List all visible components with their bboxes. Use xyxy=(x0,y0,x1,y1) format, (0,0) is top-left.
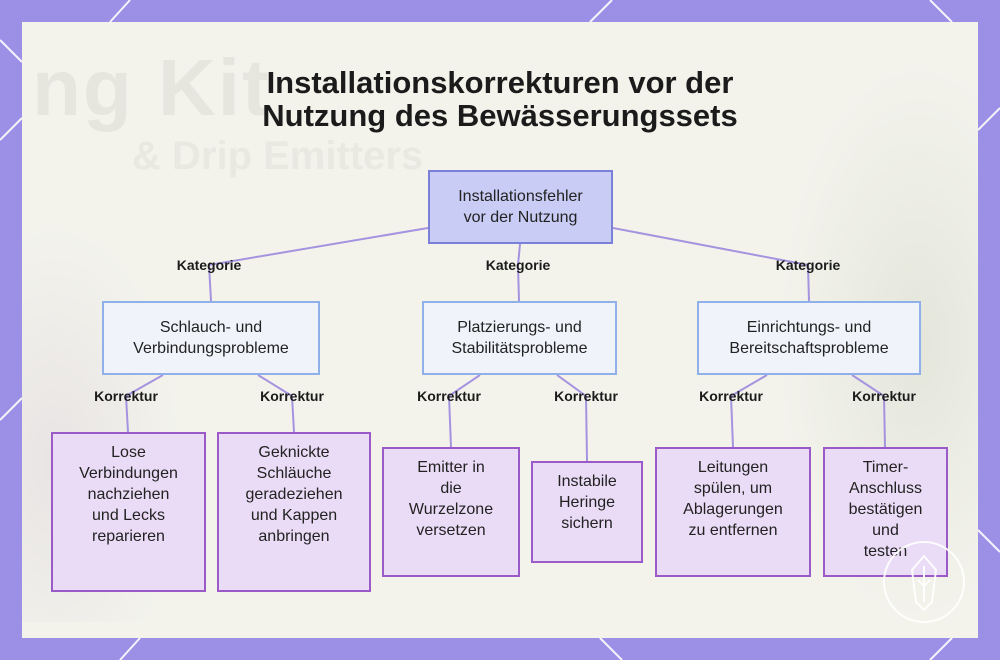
fix-node-3-1-text: Leitungen spülen, um Ablagerungen zu entfer… xyxy=(683,457,783,541)
fix-node-3-2-line: und xyxy=(872,522,899,539)
root-node-line: Installationsfehler xyxy=(458,188,583,205)
category-node-3-line: Bereitschaftsprobleme xyxy=(729,340,889,357)
category-node-2-line: Platzierungs- und xyxy=(457,319,582,336)
edge-label-korrektur: Korrektur xyxy=(554,388,618,404)
background-photo-subtext: & Drip Emitters xyxy=(132,134,424,178)
root-node: Installationsfehler vor der Nutzung xyxy=(428,170,613,244)
fix-node-1-2-line: und Kappen xyxy=(250,507,338,524)
fix-node-1-2-line: Schläuche xyxy=(256,465,332,482)
category-node-3-line: Einrichtungs- und xyxy=(746,319,872,336)
edge-label-korrektur: Korrektur xyxy=(94,388,158,404)
fix-node-3-2: Timer- Anschluss bestätigen und testen xyxy=(823,447,948,577)
fix-node-1-2-line: Geknickte xyxy=(258,444,330,461)
fix-node-2-2-line: Instabile xyxy=(557,473,617,490)
fix-node-2-1-line: Emitter in xyxy=(417,459,485,476)
edge-label-korrektur: Korrektur xyxy=(852,388,916,404)
fix-node-3-2-line: Timer- xyxy=(862,459,909,476)
edge-label-kategorie: Kategorie xyxy=(775,257,841,273)
diagram-title: Installationskorrekturen vor der Nutzung… xyxy=(0,66,1000,132)
fix-node-3-1-line: zu entfernen xyxy=(688,522,778,539)
fix-node-1-2-line: geradeziehen xyxy=(245,486,343,503)
leaf-shield-icon xyxy=(883,541,965,623)
fix-node-3-2-line: bestätigen xyxy=(848,501,923,518)
fix-node-2-1-line: versetzen xyxy=(416,522,486,539)
fix-node-2-1-line: die xyxy=(440,480,462,497)
fix-node-3-2-line: testen xyxy=(863,543,908,560)
root-node-line: vor der Nutzung xyxy=(463,209,578,226)
category-node-1-line: Schlauch- und xyxy=(159,319,263,336)
fix-node-2-2-line: sichern xyxy=(561,515,613,532)
title-line-2: Nutzung des Bewässerungssets xyxy=(262,98,738,133)
fix-node-1-1-line: und Lecks xyxy=(92,507,165,524)
fix-node-2-1-line: Wurzelzone xyxy=(408,501,494,518)
edge-label-korrektur: Korrektur xyxy=(260,388,324,404)
fix-node-1-1-line: nachziehen xyxy=(87,486,170,503)
fix-node-2-2-line: Heringe xyxy=(558,494,616,511)
title-line-1: Installationskorrekturen vor der xyxy=(266,65,734,100)
category-node-2-line: Stabilitätsprobleme xyxy=(451,340,588,357)
fix-node-1-1-line: reparieren xyxy=(92,528,165,545)
edge-label-kategorie: Kategorie xyxy=(485,257,551,273)
fix-node-1-1-line: Lose xyxy=(111,444,146,461)
category-node-1-line: Verbindungsprobleme xyxy=(133,340,289,357)
fix-node-3-2-text: Timer- Anschluss bestätigen und testen xyxy=(849,457,923,562)
edge-label-korrektur: Korrektur xyxy=(417,388,481,404)
fix-node-3-1-line: Leitungen xyxy=(697,459,769,476)
fix-node-1-2-line: anbringen xyxy=(258,528,330,545)
fix-node-3-1-line: spülen, um xyxy=(693,480,773,497)
edge-label-korrektur: Korrektur xyxy=(699,388,763,404)
fix-node-1-1-line: Verbindungen xyxy=(79,465,178,482)
fix-node-3-1: Leitungen spülen, um Ablagerungen zu entfer… xyxy=(655,447,811,577)
background-photo-text: ng Kit xyxy=(32,43,271,132)
fix-node-3-1-line: Ablagerungen xyxy=(683,501,783,518)
root-node-text: Installationsfehler vor der Nutzung xyxy=(458,186,583,228)
fix-node-3-2-line: Anschluss xyxy=(849,480,922,497)
edge-label-kategorie: Kategorie xyxy=(176,257,242,273)
